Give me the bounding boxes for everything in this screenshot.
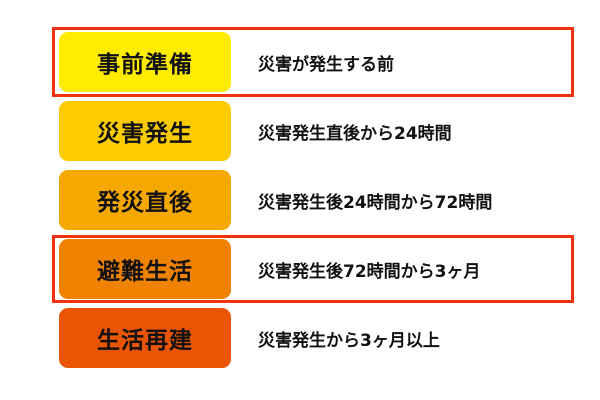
highlight-frame-preparation bbox=[52, 27, 574, 97]
phase-label: 事前準備 bbox=[59, 32, 231, 92]
phase-label: 生活再建 bbox=[59, 308, 231, 368]
phase-label: 避難生活 bbox=[59, 239, 231, 299]
phase-description: 災害発生後72時間から3ヶ月 bbox=[258, 261, 481, 282]
highlight-frame-evacuation bbox=[52, 235, 574, 303]
phase-row: 発災直後 災害発生後24時間から72時間 bbox=[59, 170, 579, 230]
phase-row: 避難生活 災害発生後72時間から3ヶ月 bbox=[59, 239, 579, 299]
phase-row: 災害発生 災害発生直後から24時間 bbox=[59, 101, 579, 161]
phase-label: 災害発生 bbox=[59, 101, 231, 161]
phase-description: 災害発生から3ヶ月以上 bbox=[258, 330, 440, 351]
phase-row: 生活再建 災害発生から3ヶ月以上 bbox=[59, 308, 579, 368]
phase-row: 事前準備 災害が発生する前 bbox=[59, 32, 579, 92]
phase-description: 災害発生後24時間から72時間 bbox=[258, 192, 493, 213]
phase-label: 発災直後 bbox=[59, 170, 231, 230]
phase-description: 災害発生直後から24時間 bbox=[258, 123, 452, 144]
phase-description: 災害が発生する前 bbox=[258, 54, 394, 75]
